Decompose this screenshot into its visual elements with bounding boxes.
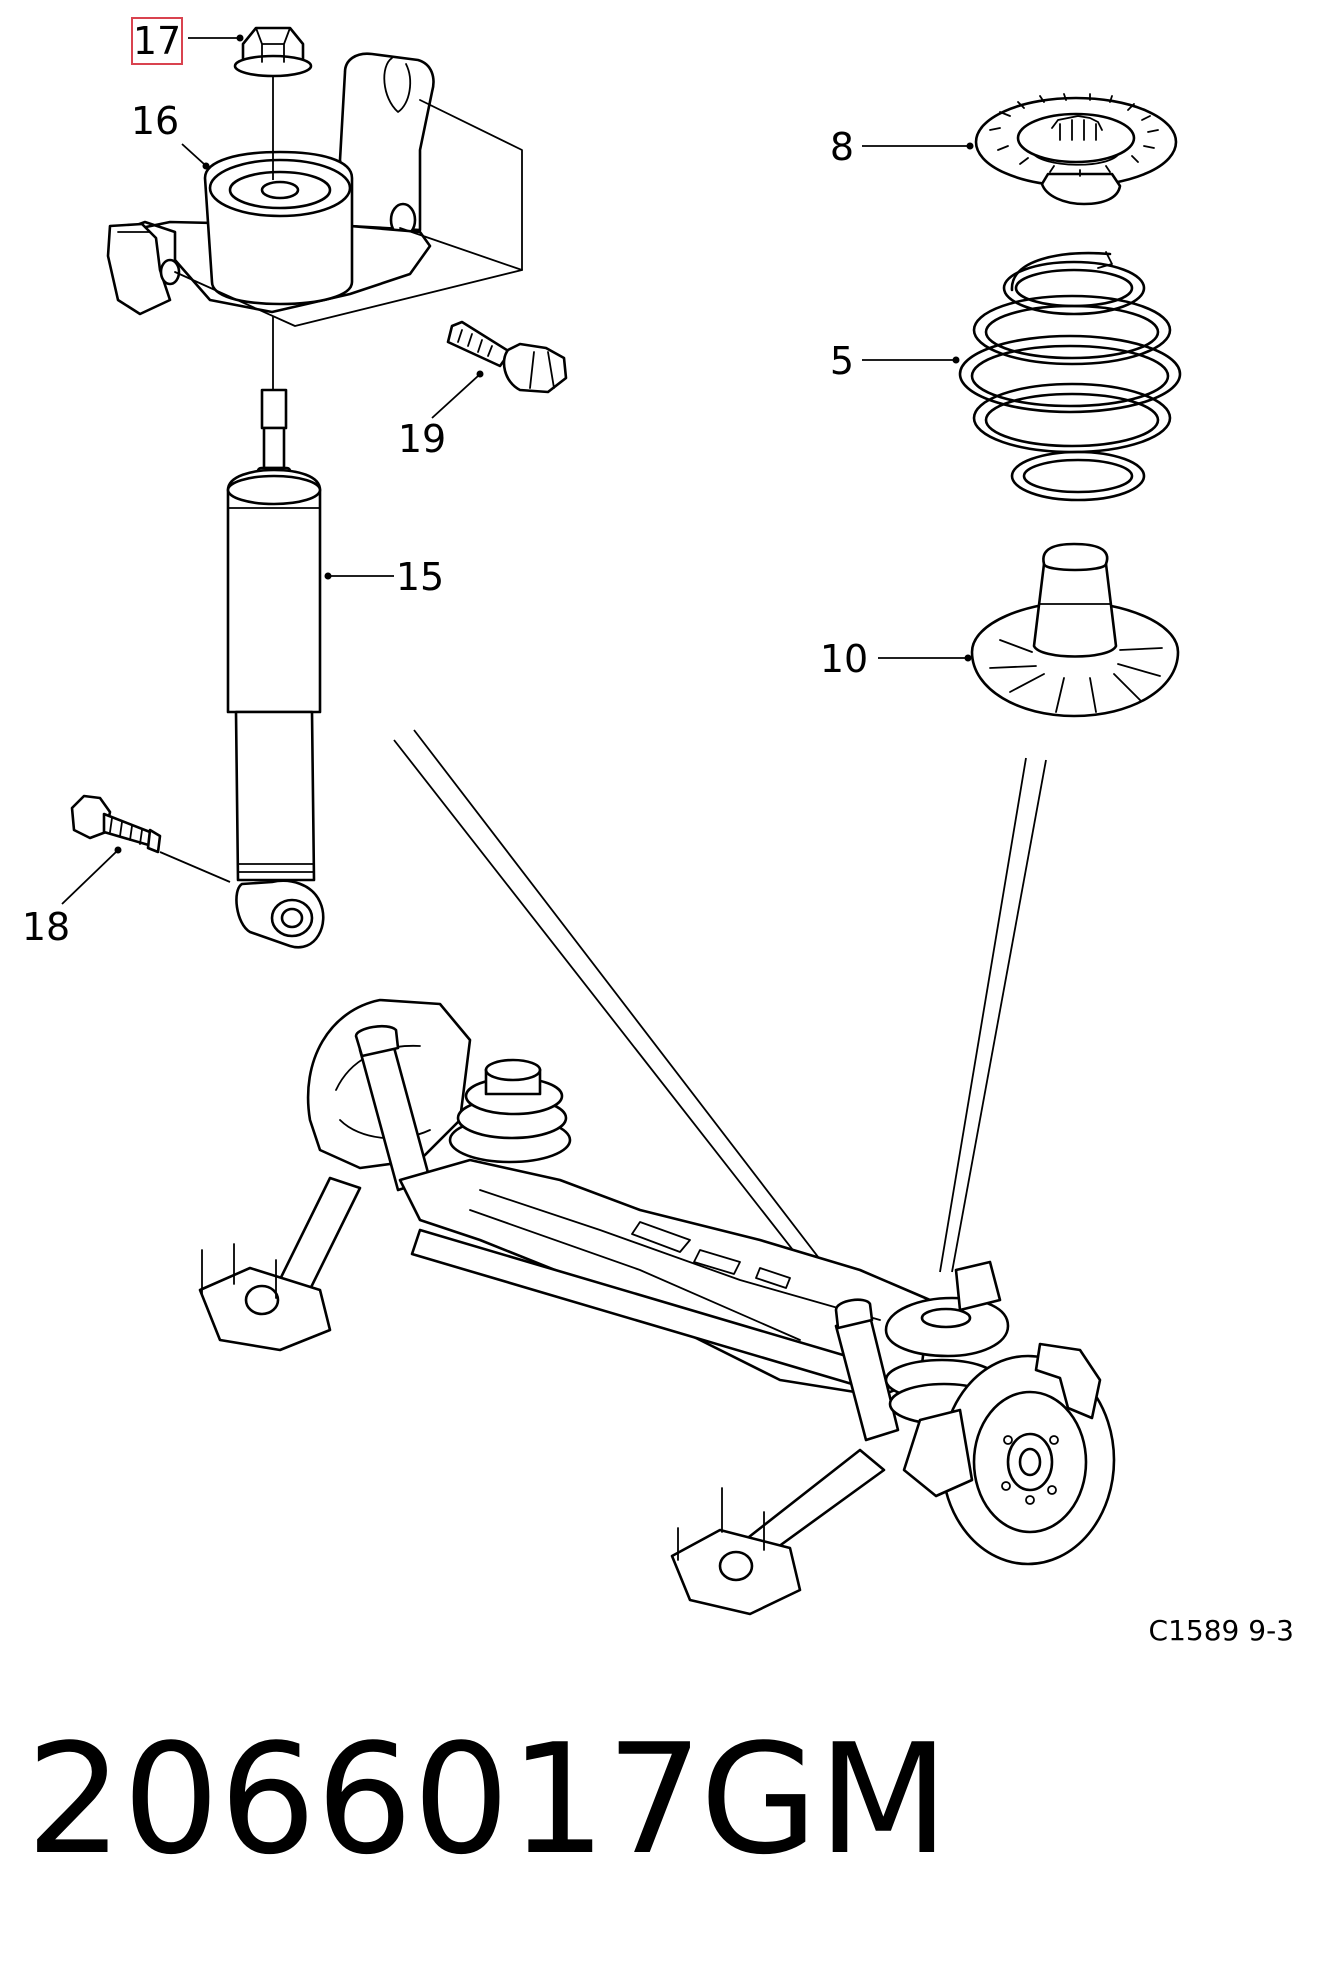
part-15-shock-absorber <box>226 388 325 949</box>
callout-15: 15 <box>396 555 444 599</box>
callout-19: 19 <box>398 417 446 461</box>
callout-16: 16 <box>131 99 179 143</box>
part-17-nut <box>233 26 313 78</box>
callout-10: 10 <box>820 637 868 681</box>
rear-axle-assembly <box>198 998 1116 1616</box>
part-19-bolt <box>446 320 568 394</box>
part-16-upper-mount <box>106 52 523 327</box>
callouts: 17 16 19 15 18 8 5 10 <box>22 17 974 949</box>
part-10-bump-stop <box>970 542 1180 718</box>
callout-5: 5 <box>830 339 854 383</box>
part-number: 2066017 <box>26 1711 703 1888</box>
callout-18: 18 <box>22 905 70 949</box>
diagram-code: C1589 9-3 <box>1149 1614 1294 1647</box>
callout-17: 17 <box>133 19 181 63</box>
part-18-bolt <box>70 794 231 883</box>
part-8-spring-seat <box>974 93 1178 206</box>
callout-8: 8 <box>830 125 854 169</box>
brand: GM <box>700 1711 949 1888</box>
assembly-pointer-lines <box>393 729 1047 1301</box>
part-5-coil-spring <box>958 251 1182 502</box>
callout-17-highlight-box <box>131 17 183 65</box>
